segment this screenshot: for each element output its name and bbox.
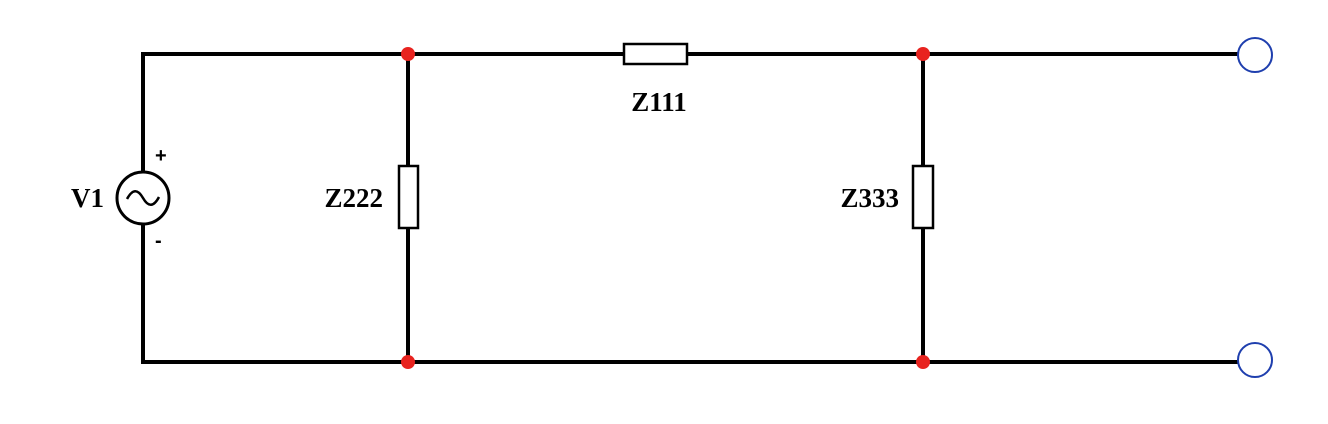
- z222-label: Z222: [324, 183, 383, 213]
- impedance-z333: [911, 164, 935, 230]
- junction-node: [916, 355, 930, 369]
- terminal-bottom[interactable]: [1237, 342, 1273, 378]
- z111-label: Z111: [631, 87, 687, 117]
- junction-node: [916, 47, 930, 61]
- ac-source-icon: [115, 170, 171, 226]
- impedance-z222: [397, 164, 420, 230]
- source-plus-sign: +: [155, 145, 167, 167]
- junction-nodes: [401, 47, 930, 369]
- terminal-top[interactable]: [1237, 37, 1273, 73]
- junction-node: [401, 47, 415, 61]
- junction-node: [401, 355, 415, 369]
- impedance-z111: [622, 42, 689, 66]
- z333-label: Z333: [840, 183, 899, 213]
- source-minus-sign: -: [155, 230, 162, 252]
- source-label: V1: [71, 183, 104, 213]
